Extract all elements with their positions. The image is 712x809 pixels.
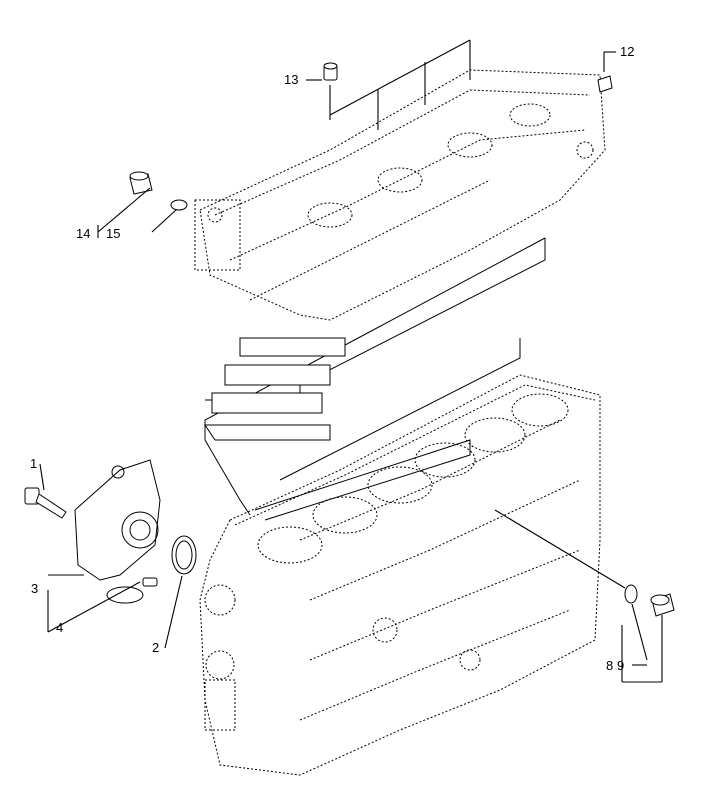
callout-3: 3 [31, 581, 38, 596]
callout-9: 9 [617, 658, 624, 673]
callout-4: 4 [56, 620, 63, 635]
callout-8: 8 [606, 658, 613, 673]
callout-2: 2 [152, 640, 159, 655]
part-2-ring [171, 535, 197, 575]
callout-15: 15 [106, 226, 120, 241]
part-1-bolt [24, 487, 67, 519]
part-8-plug [650, 593, 675, 617]
part-14-plug [129, 171, 153, 195]
part-4-pin [142, 577, 158, 587]
assembly-direction-arrow [204, 237, 546, 521]
part-12-plug [597, 51, 616, 93]
part-9-ring [624, 584, 638, 604]
engine-block-drawing [199, 374, 601, 776]
part-15-ring [170, 199, 188, 211]
part-3-housing [74, 459, 161, 604]
callout-13: 13 [284, 72, 298, 87]
part-13-sleeve [323, 39, 471, 130]
callout-1: 1 [30, 456, 37, 471]
cylinder-head-drawing [194, 69, 606, 321]
callout-12: 12 [620, 44, 634, 59]
callout-14: 14 [76, 226, 90, 241]
